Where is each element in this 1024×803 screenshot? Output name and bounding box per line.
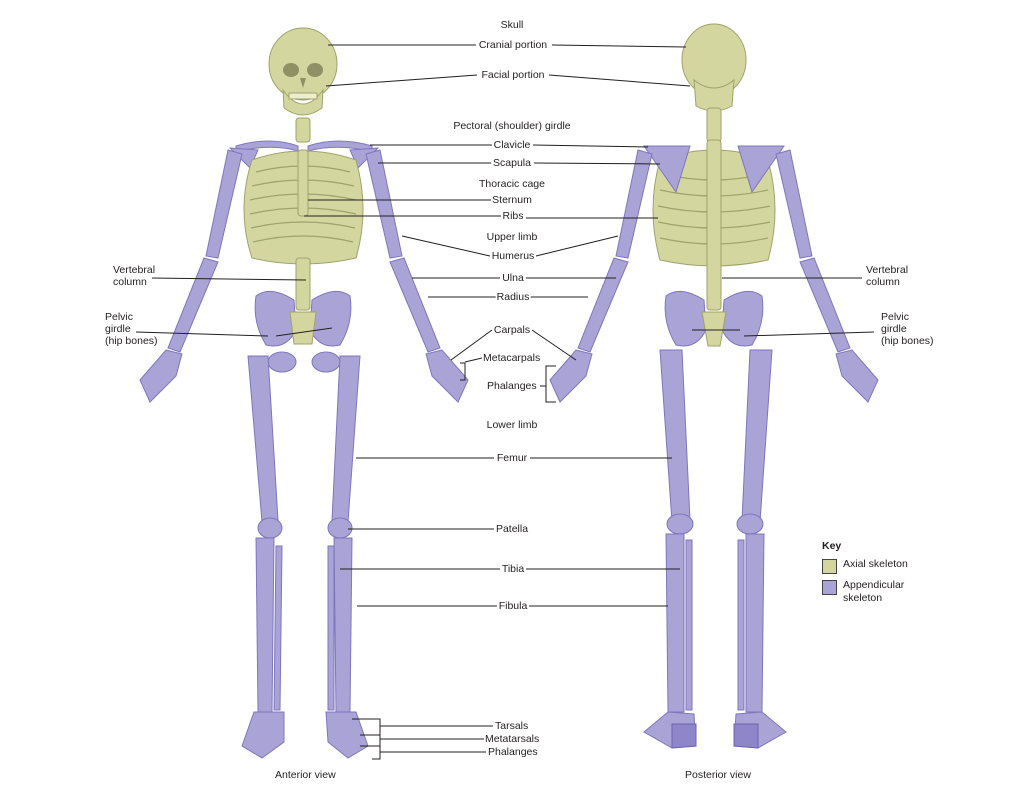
leader-lines [135, 44, 875, 760]
posterior-skeleton [549, 23, 879, 749]
label-metacarpals: Metacarpals [482, 352, 542, 364]
label-lower-limb: Lower limb [486, 419, 538, 431]
label-tibia: Tibia [500, 563, 526, 575]
label-upper-limb: Upper limb [486, 231, 538, 243]
label-pelvic-girdle-right: Pelvic girdle (hip bones) [881, 311, 934, 347]
anterior-view-caption: Anterior view [275, 769, 336, 781]
label-ulna: Ulna [501, 272, 525, 284]
anterior-skeleton [139, 27, 469, 759]
label-vertebral-column-right: Vertebral column [866, 264, 909, 288]
label-clavicle: Clavicle [492, 139, 532, 151]
legend-item-appendicular: Appendicular skeleton [822, 579, 908, 605]
label-phalanges-foot: Phalanges [487, 746, 539, 758]
label-sternum: Sternum [491, 194, 533, 206]
label-fibula: Fibula [497, 600, 529, 612]
label-pectoral-girdle: Pectoral (shoulder) girdle [453, 120, 571, 132]
legend-label-axial: Axial skeleton [843, 558, 908, 570]
axial-swatch [822, 559, 837, 574]
label-patella: Patella [494, 523, 530, 535]
label-cranial-portion: Cranial portion [477, 39, 549, 51]
label-metatarsals: Metatarsals [484, 733, 541, 745]
label-scapula: Scapula [492, 157, 532, 169]
legend-item-axial: Axial skeleton [822, 558, 908, 574]
legend-title: Key [822, 540, 842, 552]
label-radius: Radius [495, 291, 531, 303]
legend-key: Key Axial skeleton Appendicular skeleton [822, 540, 908, 610]
label-vertebral-column-left: Vertebral column [113, 264, 156, 288]
label-carpals: Carpals [492, 324, 532, 336]
label-pelvic-girdle-left: Pelvic girdle (hip bones) [105, 311, 158, 347]
posterior-view-caption: Posterior view [685, 769, 751, 781]
label-femur: Femur [495, 452, 529, 464]
label-humerus: Humerus [490, 250, 536, 262]
appendicular-swatch [822, 580, 837, 595]
label-thoracic-cage: Thoracic cage [479, 178, 545, 190]
label-skull: Skull [500, 19, 524, 31]
legend-label-appendicular: Appendicular skeleton [843, 579, 905, 604]
label-phalanges-hand: Phalanges [486, 380, 538, 392]
anterior-skull [268, 27, 338, 116]
label-facial-portion: Facial portion [480, 69, 546, 81]
label-ribs: Ribs [501, 210, 525, 222]
label-tarsals: Tarsals [494, 720, 530, 732]
